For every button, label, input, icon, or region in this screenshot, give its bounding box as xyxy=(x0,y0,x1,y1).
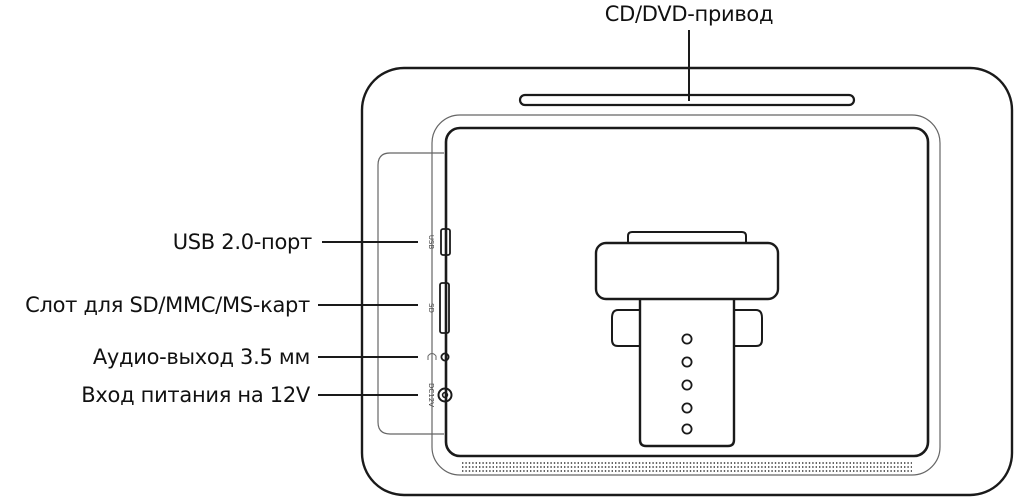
callout-cd-dvd-drive: CD/DVD-привод xyxy=(605,2,773,26)
mount-hole xyxy=(681,333,693,345)
mount-hole xyxy=(681,402,693,414)
speaker-grille xyxy=(462,462,912,472)
device-outer-shell xyxy=(360,66,1014,497)
port-side-panel xyxy=(377,152,444,435)
headrest-mount xyxy=(594,231,780,448)
sd-card-slot xyxy=(439,282,450,334)
callout-card-slot: Слот для SD/MMC/MS-карт xyxy=(25,293,310,317)
callout-power-input: Вход питания на 12V xyxy=(81,383,311,407)
mount-hole xyxy=(681,423,693,435)
back-panel xyxy=(444,126,930,458)
callout-audio-output: Аудио-выход 3.5 мм xyxy=(93,345,310,369)
audio-jack xyxy=(440,352,450,362)
headphone-icon xyxy=(427,353,437,360)
callout-usb-port: USB 2.0-порт xyxy=(173,230,312,254)
mount-hole xyxy=(681,379,693,391)
dc-marking: DC12V xyxy=(427,383,435,407)
mount-hole xyxy=(681,356,693,368)
screen-bezel xyxy=(431,114,941,476)
usb-marking: USB xyxy=(427,235,435,250)
sd-marking: SD xyxy=(427,303,435,313)
power-jack xyxy=(437,387,453,403)
cd-dvd-slot xyxy=(518,93,856,107)
usb-port xyxy=(440,228,451,256)
